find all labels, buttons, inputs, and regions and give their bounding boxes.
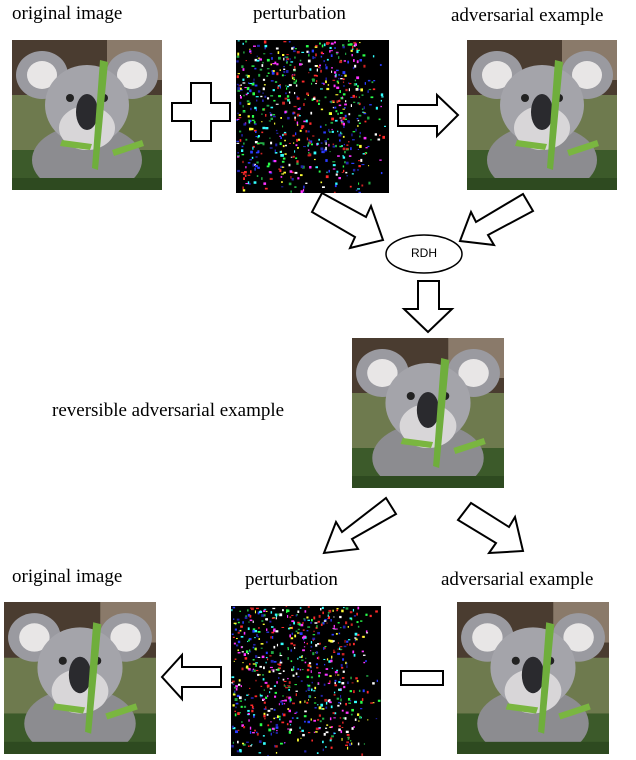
top-adversarial-label: adversarial example: [451, 5, 604, 26]
bottom-adversarial-label: adversarial example: [441, 569, 594, 590]
left-arrow-icon: [160, 652, 222, 702]
split-right-arrow: [456, 501, 525, 555]
reversible-label: reversible adversarial example: [52, 400, 285, 421]
down-arrow-icon: [401, 280, 455, 334]
minus-icon: [400, 670, 444, 686]
bottom-perturbation-label: perturbation: [245, 569, 338, 590]
right-arrow-icon: [397, 92, 460, 139]
top-original-label: original image: [12, 3, 123, 24]
rdh-node: [385, 234, 463, 274]
rdh-label: RDH: [411, 246, 437, 260]
top-perturbation-image: [236, 40, 389, 193]
adversarial-to-rdh-arrow: [458, 192, 535, 247]
bottom-original-label: original image: [12, 566, 123, 587]
split-left-arrow: [322, 496, 398, 555]
top-perturbation-label: perturbation: [253, 3, 346, 24]
perturbation-to-rdh-arrow: [310, 191, 385, 250]
plus-icon: [171, 82, 231, 142]
bottom-perturbation-image: [231, 606, 381, 756]
